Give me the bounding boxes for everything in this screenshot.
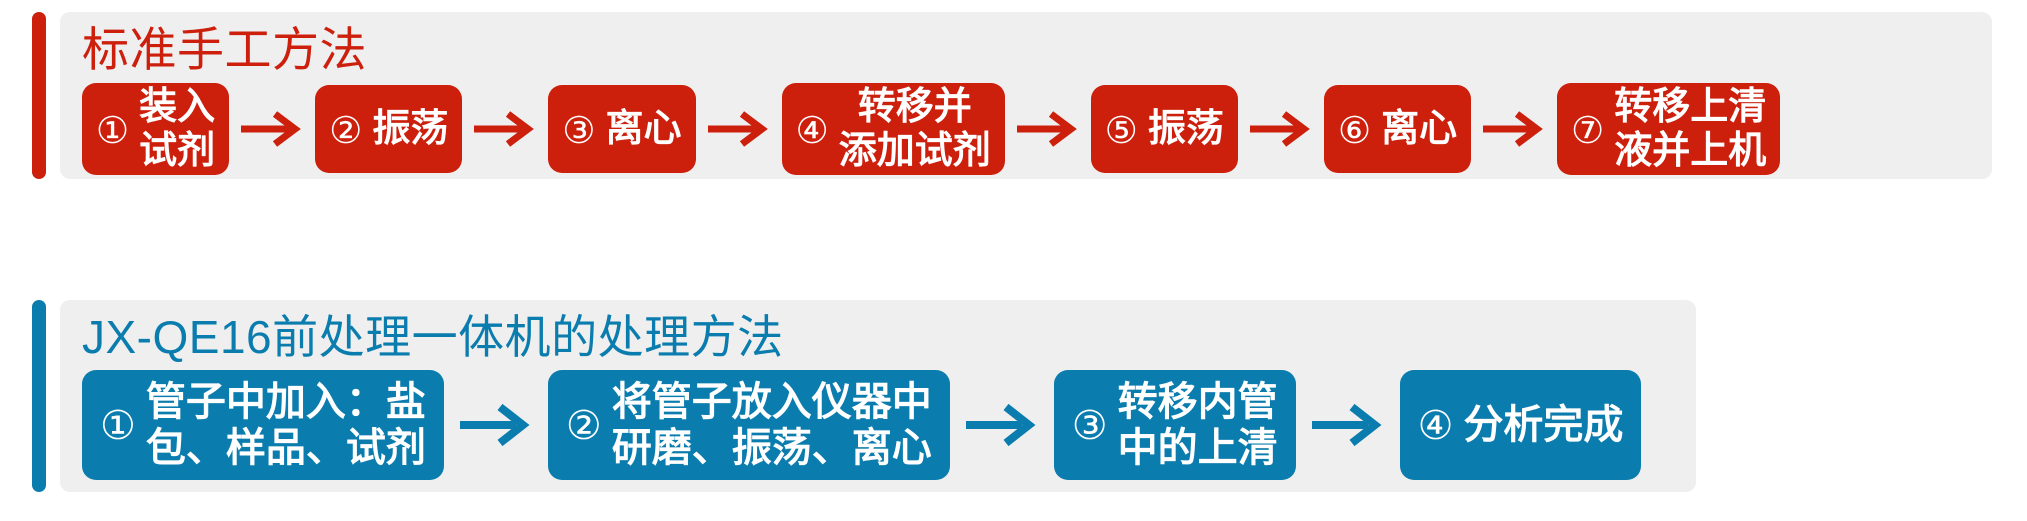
step-number-badge: ② <box>565 404 602 449</box>
manual-panel-body: 标准手工方法 ① 装入 试剂 ② 振荡 <box>60 12 1992 179</box>
manual-step-4[interactable]: ④ 转移并 添加试剂 <box>781 83 1005 176</box>
step-number-badge: ③ <box>562 109 596 151</box>
manual-step-1[interactable]: ① 装入 试剂 <box>82 83 230 176</box>
step-number-badge: ② <box>329 109 363 151</box>
step-label: 转移并 添加试剂 <box>838 86 991 173</box>
instrument-step-4[interactable]: ④ 分析完成 <box>1399 370 1642 481</box>
manual-step-7[interactable]: ⑦ 转移上清 液并上机 <box>1557 83 1781 176</box>
arrow-icon-6 <box>1471 108 1557 150</box>
step-label: 管子中加入：盐 包、样品、试剂 <box>145 379 426 471</box>
step-number-badge: ③ <box>1071 404 1108 449</box>
arrow-icon-1 <box>229 108 315 150</box>
step-label: 分析完成 <box>1463 403 1624 448</box>
step-label: 振荡 <box>372 108 449 151</box>
step-label: 振荡 <box>1147 108 1224 151</box>
manual-method-title: 标准手工方法 <box>82 23 367 76</box>
instrument-step-3[interactable]: ③ 转移内管 中的上清 <box>1053 370 1296 481</box>
step-label: 将管子放入仪器中 研磨、振荡、离心 <box>611 379 932 471</box>
step-number-badge: ① <box>100 404 136 449</box>
step-label: 装入 试剂 <box>139 86 216 173</box>
instrument-panel-body: JX-QE16前处理一体机的处理方法 ① 管子中加入：盐 包、样品、试剂 ② 将… <box>60 300 1696 492</box>
step-label: 离心 <box>1381 108 1458 151</box>
arrow-icon-4 <box>1005 108 1091 150</box>
arrow-icon-1 <box>444 400 548 450</box>
step-label: 转移内管 中的上清 <box>1117 379 1278 471</box>
manual-step-5[interactable]: ⑤ 振荡 <box>1090 85 1238 174</box>
instrument-step-flow: ① 管子中加入：盐 包、样品、试剂 ② 将管子放入仪器中 研磨、振荡、离心 <box>82 370 1696 481</box>
arrow-icon-2 <box>950 400 1054 450</box>
step-number-badge: ④ <box>795 109 829 151</box>
manual-step-flow: ① 装入 试剂 ② 振荡 ③ <box>82 83 1992 176</box>
step-number-badge: ⑦ <box>1571 109 1605 151</box>
step-number-badge: ④ <box>1417 404 1454 449</box>
instrument-step-2[interactable]: ② 将管子放入仪器中 研磨、振荡、离心 <box>547 370 950 481</box>
arrow-icon-3 <box>696 108 782 150</box>
arrow-icon-3 <box>1296 400 1400 450</box>
instrument-method-title: JX-QE16前处理一体机的处理方法 <box>82 311 784 363</box>
manual-method-panel: 标准手工方法 ① 装入 试剂 ② 振荡 <box>32 12 1992 179</box>
manual-step-2[interactable]: ② 振荡 <box>315 85 463 174</box>
step-number-badge: ⑤ <box>1104 109 1138 151</box>
manual-accent-bar <box>32 12 46 179</box>
step-label: 转移上清 液并上机 <box>1614 86 1767 173</box>
arrow-icon-5 <box>1238 108 1324 150</box>
arrow-icon-2 <box>462 108 548 150</box>
manual-step-3[interactable]: ③ 离心 <box>548 85 696 174</box>
step-number-badge: ① <box>96 109 130 151</box>
instrument-method-panel: JX-QE16前处理一体机的处理方法 ① 管子中加入：盐 包、样品、试剂 ② 将… <box>32 300 1696 492</box>
step-number-badge: ⑥ <box>1337 109 1372 151</box>
step-label: 离心 <box>605 108 682 151</box>
instrument-step-1[interactable]: ① 管子中加入：盐 包、样品、试剂 <box>82 370 444 481</box>
instrument-accent-bar <box>32 300 46 492</box>
manual-step-6[interactable]: ⑥ 离心 <box>1323 85 1472 174</box>
